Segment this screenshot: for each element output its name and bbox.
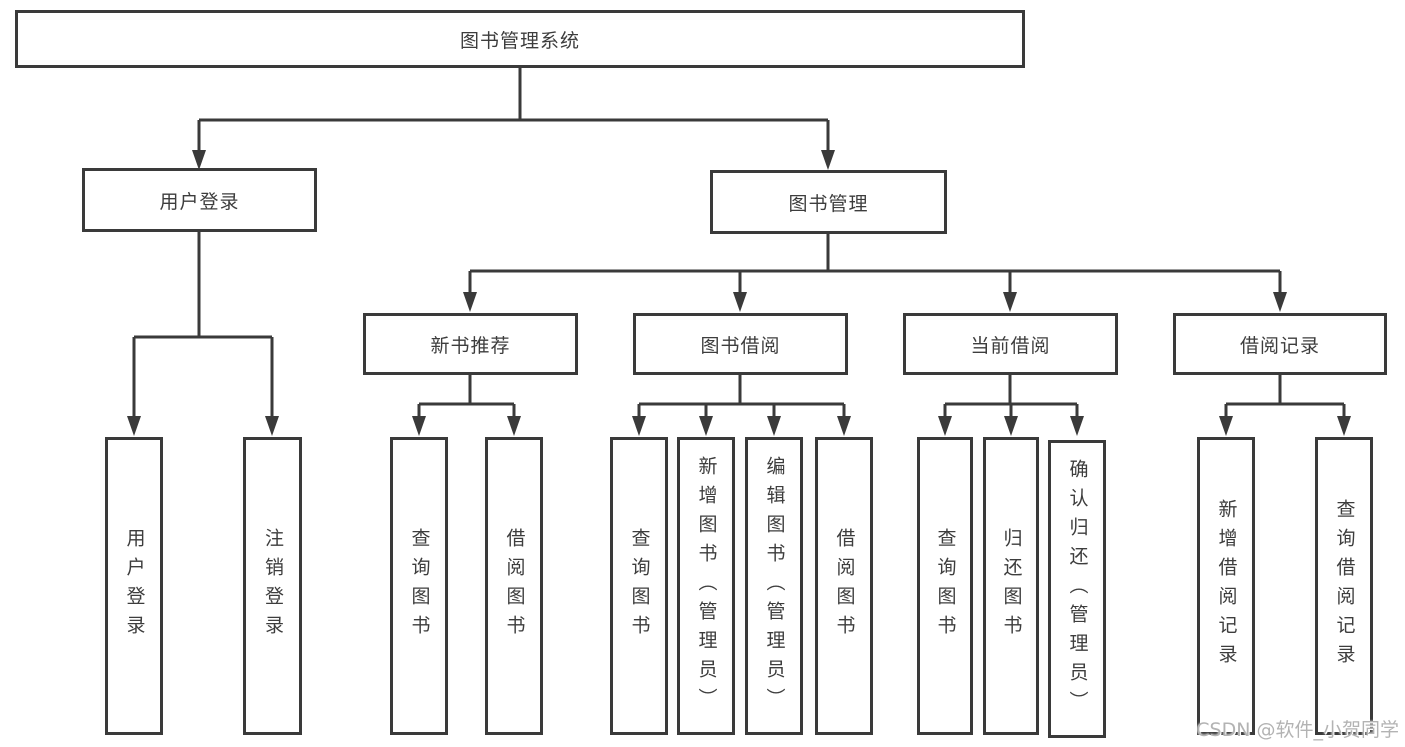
node-root-system: 图书管理系统 bbox=[15, 10, 1025, 68]
leaf-return-book: 归还图书 bbox=[983, 437, 1039, 735]
leaf-add-book-admin: 新增图书（管理员） bbox=[677, 437, 735, 735]
node-borrow-records: 借阅记录 bbox=[1173, 313, 1387, 375]
node-label: 借阅图书 bbox=[833, 528, 856, 644]
node-book-borrow: 图书借阅 bbox=[633, 313, 848, 375]
node-label: 查询图书 bbox=[408, 528, 431, 644]
node-label: 归还图书 bbox=[1000, 528, 1023, 644]
node-label: 新书推荐 bbox=[430, 334, 511, 357]
leaf-edit-book-admin: 编辑图书（管理员） bbox=[745, 437, 803, 735]
node-new-book-recommend: 新书推荐 bbox=[363, 313, 578, 375]
node-book-management: 图书管理 bbox=[710, 170, 947, 234]
node-label: 借阅图书 bbox=[503, 528, 526, 644]
arrowheads bbox=[127, 150, 1351, 436]
node-label: 用户登录 bbox=[159, 190, 240, 213]
node-label: 当前借阅 bbox=[970, 334, 1051, 357]
leaf-logout: 注销登录 bbox=[243, 437, 302, 735]
leaf-query-book-current: 查询图书 bbox=[917, 437, 973, 735]
leaf-query-borrow-record: 查询借阅记录 bbox=[1315, 437, 1373, 735]
node-label: 图书管理系统 bbox=[459, 29, 580, 52]
node-label: 查询图书 bbox=[934, 528, 957, 644]
node-label: 借阅记录 bbox=[1239, 334, 1320, 357]
node-label: 查询图书 bbox=[628, 528, 651, 644]
leaf-user-login: 用户登录 bbox=[105, 437, 163, 735]
node-label: 新增图书（管理员） bbox=[695, 455, 718, 717]
node-label: 查询借阅记录 bbox=[1333, 499, 1356, 673]
leaf-query-book-borrow: 查询图书 bbox=[610, 437, 668, 735]
node-label: 编辑图书（管理员） bbox=[763, 455, 786, 717]
leaf-query-book-recommend: 查询图书 bbox=[390, 437, 448, 735]
node-user-login: 用户登录 bbox=[82, 168, 317, 232]
leaf-add-borrow-record: 新增借阅记录 bbox=[1197, 437, 1255, 735]
node-label: 图书管理 bbox=[788, 192, 869, 215]
leaf-confirm-return-admin: 确认归还（管理员） bbox=[1048, 440, 1106, 738]
node-label: 图书借阅 bbox=[700, 334, 781, 357]
leaf-borrow-book: 借阅图书 bbox=[815, 437, 873, 735]
node-label: 确认归还（管理员） bbox=[1066, 458, 1089, 720]
node-label: 新增借阅记录 bbox=[1215, 499, 1238, 673]
csdn-watermark: CSDN @软件_小贺同学 bbox=[1196, 719, 1399, 741]
node-current-borrow: 当前借阅 bbox=[903, 313, 1118, 375]
node-label: 注销登录 bbox=[262, 528, 284, 644]
node-label: 用户登录 bbox=[123, 528, 146, 644]
leaf-borrow-book-recommend: 借阅图书 bbox=[485, 437, 543, 735]
